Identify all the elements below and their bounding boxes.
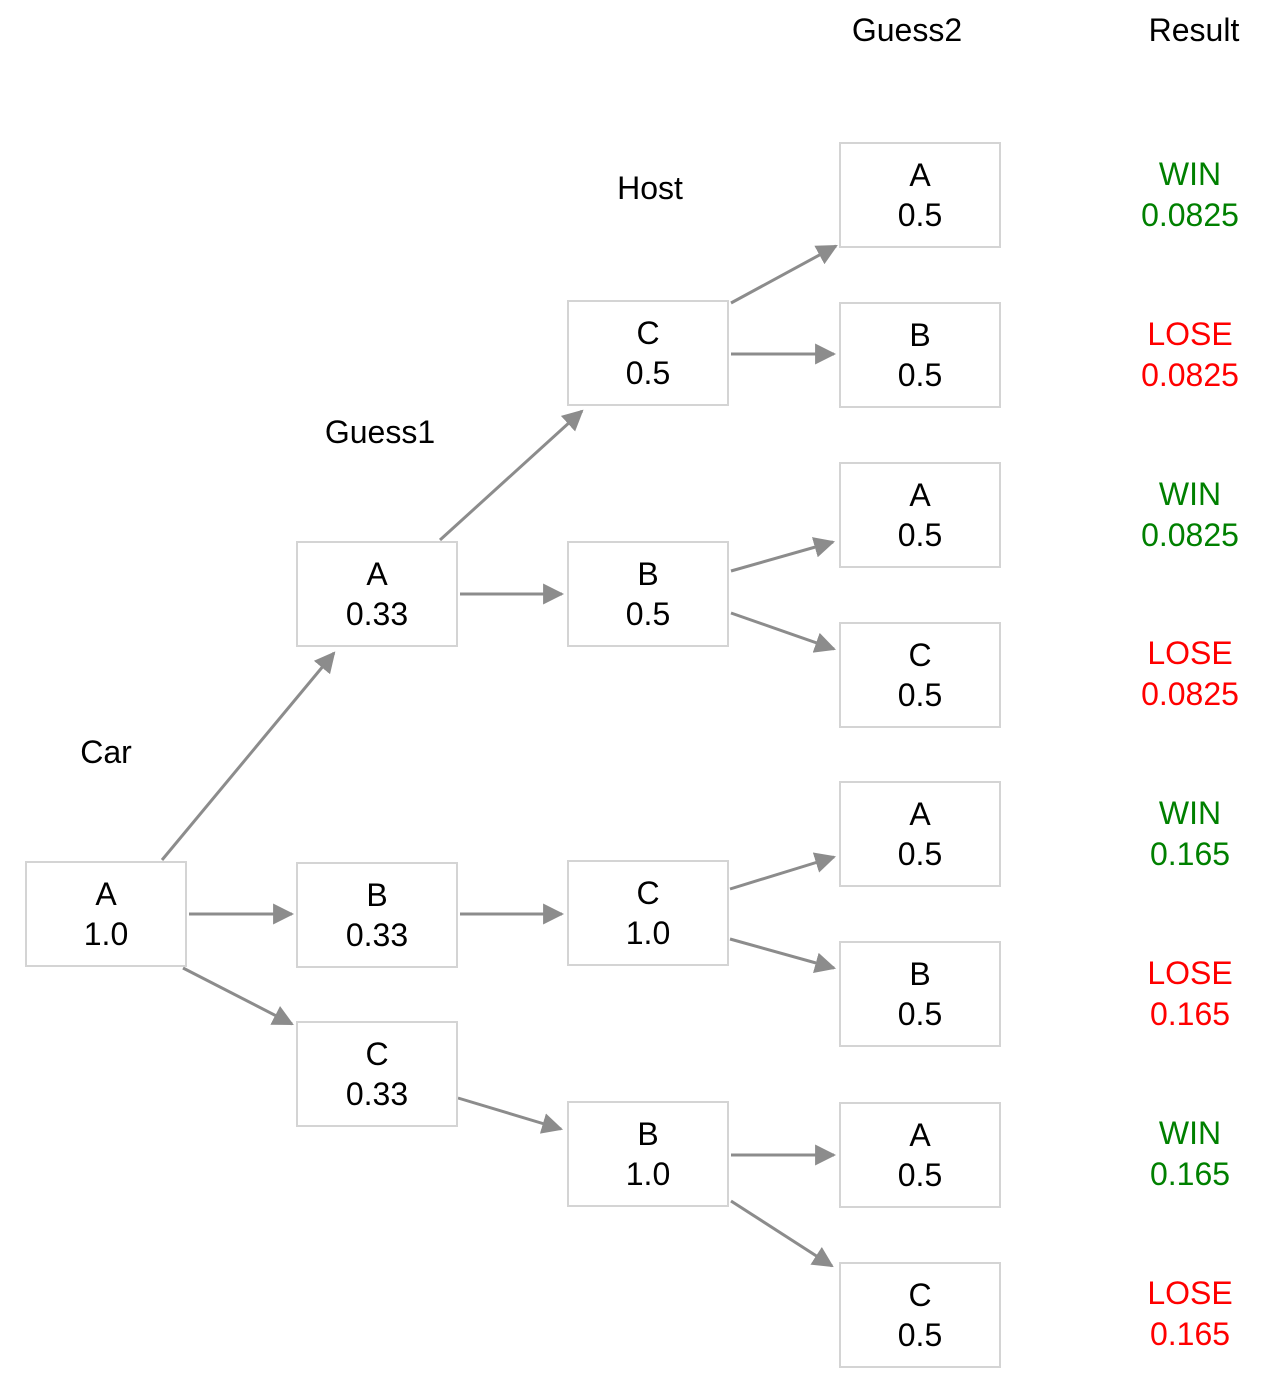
node-host-c-05: C 0.5 xyxy=(567,300,729,406)
edge-arrow-hostb10-to-guess2-8 xyxy=(730,1199,834,1268)
node-label: C xyxy=(908,1277,932,1313)
stage-label-host: Host xyxy=(617,170,683,206)
result-prob: 0.165 xyxy=(1149,1316,1231,1352)
result-outcome: LOSE xyxy=(1147,1275,1233,1311)
node-prob: 0.5 xyxy=(897,836,943,872)
node-prob: 0.33 xyxy=(345,1076,409,1112)
node-guess2-3: A 0.5 xyxy=(839,462,1001,568)
node-label: A xyxy=(909,1117,931,1153)
node-prob: 0.5 xyxy=(897,677,943,713)
node-label: B xyxy=(909,956,931,992)
node-label: A xyxy=(909,157,931,193)
result-2: LOSE 0.0825 xyxy=(1080,314,1264,396)
node-prob: 0.5 xyxy=(897,1317,943,1353)
stage-label-guess1: Guess1 xyxy=(324,414,436,450)
result-outcome: WIN xyxy=(1158,476,1222,512)
node-guess2-2: B 0.5 xyxy=(839,302,1001,408)
result-prob: 0.0825 xyxy=(1141,517,1239,553)
node-label: B xyxy=(637,556,659,592)
node-guess2-8: C 0.5 xyxy=(839,1262,1001,1368)
node-guess2-7: A 0.5 xyxy=(839,1102,1001,1208)
node-prob: 0.5 xyxy=(897,996,943,1032)
result-3: WIN 0.0825 xyxy=(1080,474,1264,556)
edge-arrow-hostc10-to-guess2-6 xyxy=(729,937,837,974)
node-prob: 0.5 xyxy=(897,1157,943,1193)
node-prob: 0.5 xyxy=(625,596,671,632)
node-label: C xyxy=(365,1036,389,1072)
edge-arrow-hostb-to-guess2-4 xyxy=(730,611,836,653)
result-prob: 0.0825 xyxy=(1141,197,1239,233)
node-label: A xyxy=(909,796,931,832)
edge-arrow-guess1c-to-hostb10 xyxy=(457,1096,564,1134)
edge-arrow-guess1a-to-hostc xyxy=(438,409,584,542)
node-prob: 0.5 xyxy=(897,357,943,393)
result-1: WIN 0.0825 xyxy=(1080,154,1264,236)
node-guess2-4: C 0.5 xyxy=(839,622,1001,728)
node-label: C xyxy=(636,875,660,911)
node-host-c-10: C 1.0 xyxy=(567,860,729,966)
result-outcome: LOSE xyxy=(1147,316,1233,352)
result-outcome: WIN xyxy=(1158,795,1222,831)
edge-arrow-car-to-guess1a xyxy=(160,651,336,861)
node-prob: 0.33 xyxy=(345,917,409,953)
result-8: LOSE 0.165 xyxy=(1080,1273,1264,1355)
node-prob: 0.5 xyxy=(897,197,943,233)
node-prob: 1.0 xyxy=(83,916,129,952)
result-6: LOSE 0.165 xyxy=(1080,953,1264,1035)
node-guess1-a: A 0.33 xyxy=(296,541,458,647)
node-prob: 1.0 xyxy=(625,915,671,951)
result-outcome: WIN xyxy=(1158,156,1222,192)
result-5: WIN 0.165 xyxy=(1080,793,1264,875)
edge-arrow-hostc10-to-guess2-5 xyxy=(729,852,837,891)
result-prob: 0.165 xyxy=(1149,836,1231,872)
node-guess2-6: B 0.5 xyxy=(839,941,1001,1047)
node-label: B xyxy=(637,1116,659,1152)
result-prob: 0.0825 xyxy=(1141,357,1239,393)
node-guess1-b: B 0.33 xyxy=(296,862,458,968)
edge-arrow-car-to-guess1c xyxy=(182,966,294,1026)
node-label: A xyxy=(366,556,388,592)
node-car-a: A 1.0 xyxy=(25,861,187,967)
result-prob: 0.0825 xyxy=(1141,676,1239,712)
node-prob: 0.33 xyxy=(345,596,409,632)
node-prob: 1.0 xyxy=(625,1156,671,1192)
result-prob: 0.165 xyxy=(1149,996,1231,1032)
stage-label-guess2: Guess2 xyxy=(851,12,963,48)
node-prob: 0.5 xyxy=(625,355,671,391)
node-label: C xyxy=(908,637,932,673)
node-label: B xyxy=(909,317,931,353)
node-label: A xyxy=(909,477,931,513)
node-guess1-c: C 0.33 xyxy=(296,1021,458,1127)
result-outcome: LOSE xyxy=(1147,635,1233,671)
result-7: WIN 0.165 xyxy=(1080,1113,1264,1195)
node-host-b-10: B 1.0 xyxy=(567,1101,729,1207)
node-prob: 0.5 xyxy=(897,517,943,553)
node-guess2-1: A 0.5 xyxy=(839,142,1001,248)
result-outcome: LOSE xyxy=(1147,955,1233,991)
stage-label-car: Car xyxy=(80,734,132,770)
result-outcome: WIN xyxy=(1158,1115,1222,1151)
node-guess2-5: A 0.5 xyxy=(839,781,1001,887)
edge-arrow-hostc-to-guess2-1 xyxy=(730,244,838,305)
node-label: C xyxy=(636,315,660,351)
stage-label-result: Result xyxy=(1148,12,1240,48)
node-host-b-05: B 0.5 xyxy=(567,541,729,647)
edge-arrow-hostb-to-guess2-3 xyxy=(730,537,836,573)
node-label: A xyxy=(95,876,117,912)
result-prob: 0.165 xyxy=(1149,1156,1231,1192)
node-label: B xyxy=(366,877,388,913)
result-4: LOSE 0.0825 xyxy=(1080,633,1264,715)
